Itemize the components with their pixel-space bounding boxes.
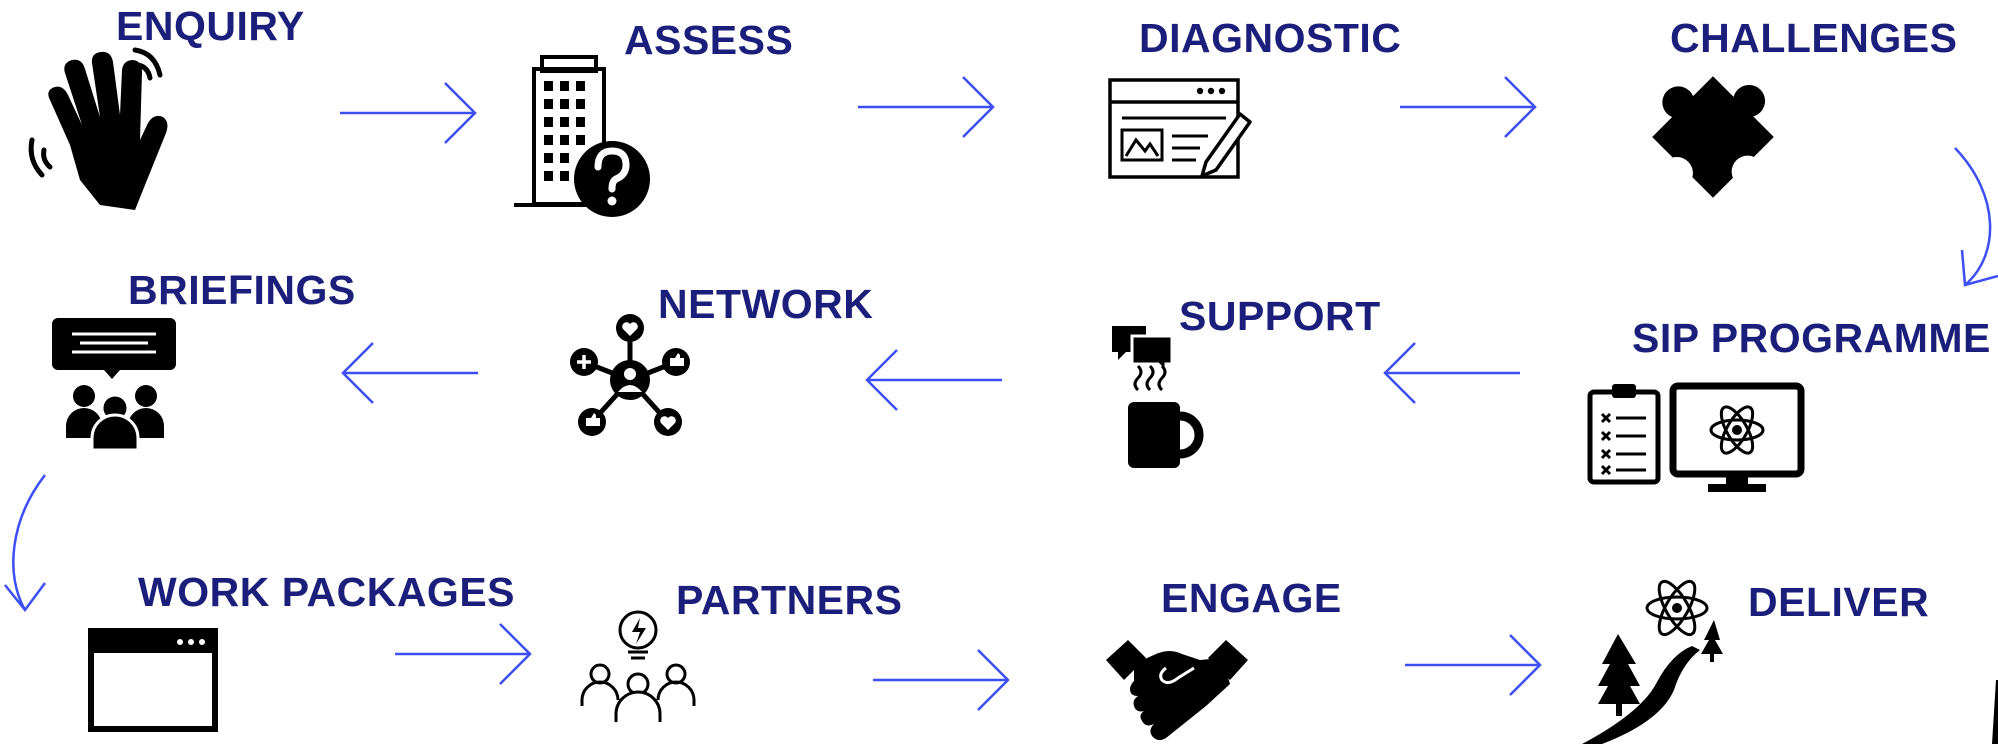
flow-arrow-partners-engage	[873, 649, 1010, 711]
flow-arrow-support-network	[865, 349, 1002, 411]
team-lightbulb-icon	[580, 610, 696, 722]
flow-arrow-workpackages-partners	[395, 623, 532, 685]
step-label-challenges: CHALLENGES	[1670, 15, 1958, 61]
flow-arrow-briefings-workpackages	[4, 474, 47, 613]
step-label-partners: PARTNERS	[676, 577, 903, 623]
flow-arrow-challenges-sip	[1954, 147, 1998, 287]
chat-coffee-icon	[1112, 326, 1204, 468]
step-label-engage: ENGAGE	[1161, 575, 1342, 621]
edge-mark	[1992, 680, 1998, 744]
atom-road-trees-icon	[1582, 579, 1723, 744]
browser-window-icon	[88, 628, 218, 732]
flow-arrow-engage-deliver	[1405, 634, 1542, 696]
social-network-icon	[570, 314, 690, 436]
step-label-diagnostic: DIAGNOSTIC	[1139, 15, 1402, 61]
flow-arrow-sip-support	[1383, 342, 1520, 404]
waving-hand-icon	[28, 47, 168, 210]
step-label-network: NETWORK	[658, 281, 874, 327]
meeting-briefing-icon	[52, 318, 176, 452]
puzzle-piece-icon	[1652, 76, 1774, 198]
flow-arrow-enquiry-assess	[340, 82, 477, 144]
handshake-icon	[1106, 640, 1248, 741]
checklist-monitor-atom-icon	[1587, 382, 1805, 492]
step-label-support: SUPPORT	[1179, 293, 1381, 339]
flow-arrow-assess-diagnostic	[858, 76, 995, 138]
flow-arrow-diagnostic-challenges	[1400, 76, 1537, 138]
browser-pencil-icon	[1108, 78, 1252, 179]
flow-arrow-network-briefings	[341, 342, 478, 404]
step-label-briefings: BRIEFINGS	[128, 267, 356, 313]
step-label-deliver: DELIVER	[1748, 579, 1930, 625]
step-label-enquiry: ENQUIRY	[116, 3, 305, 49]
step-label-assess: ASSESS	[624, 17, 794, 63]
building-question-icon	[514, 55, 650, 217]
step-label-sip-programme: SIP PROGRAMME	[1632, 315, 1991, 361]
step-label-work-packages: WORK PACKAGES	[138, 569, 516, 615]
